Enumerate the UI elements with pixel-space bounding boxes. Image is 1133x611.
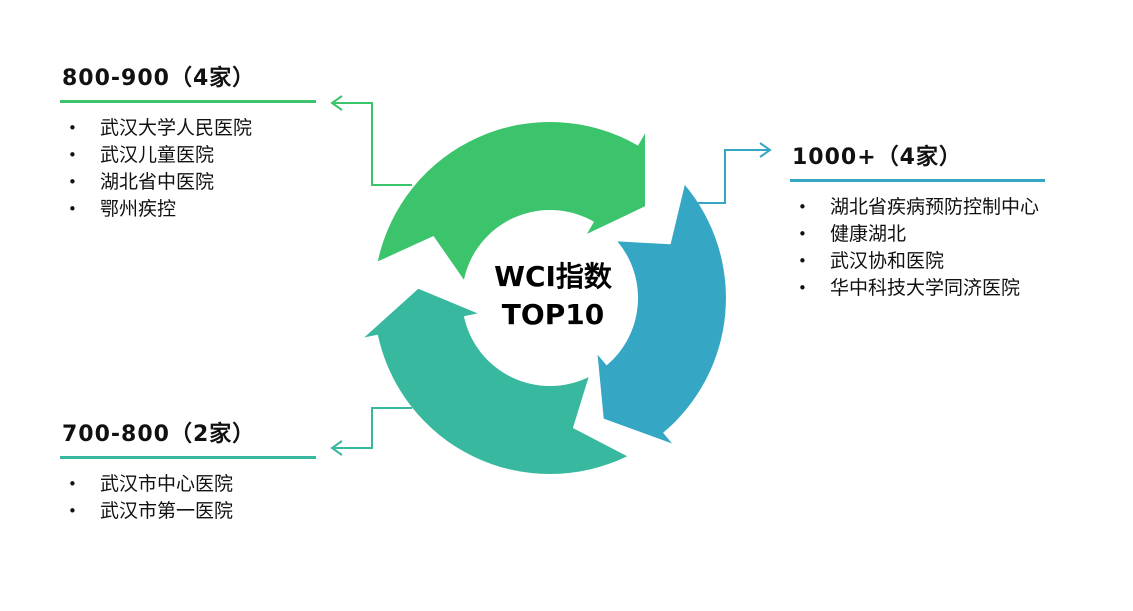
connector-arrowhead-blue xyxy=(759,142,772,158)
list-item: 武汉市中心医院 xyxy=(60,471,316,498)
list-item: 武汉大学人民医院 xyxy=(60,115,316,142)
connector-blue xyxy=(690,149,770,204)
center-subtitle: TOP10 xyxy=(501,298,605,331)
connector-teal xyxy=(332,407,412,449)
list-item: 武汉协和医院 xyxy=(790,248,1045,275)
divider xyxy=(60,456,316,459)
connector-green xyxy=(332,102,412,186)
connector-arrowhead-teal xyxy=(330,440,343,456)
group-1000-plus: 1000+（4家） 湖北省疾病预防控制中心 健康湖北 武汉协和医院 华中科技大学… xyxy=(790,143,1045,302)
center-label: WCI指数 TOP10 xyxy=(468,258,638,334)
connector-arrowhead-green xyxy=(330,95,343,111)
group-800-900: 800-900（4家） 武汉大学人民医院 武汉儿童医院 湖北省中医院 鄂州疾控 xyxy=(60,64,316,223)
group-title: 1000+（4家） xyxy=(792,145,962,170)
divider xyxy=(60,100,316,103)
group-700-800: 700-800（2家） 武汉市中心医院 武汉市第一医院 xyxy=(60,420,316,525)
list-item: 湖北省疾病预防控制中心 xyxy=(790,194,1045,221)
cycle-arrow-blue xyxy=(597,184,726,444)
list-item: 武汉儿童医院 xyxy=(60,142,316,169)
list-item: 武汉市第一医院 xyxy=(60,498,316,525)
list-item: 湖北省中医院 xyxy=(60,169,316,196)
group-title: 800-900（4家） xyxy=(62,66,256,91)
divider xyxy=(790,179,1045,182)
list-item: 健康湖北 xyxy=(790,221,1045,248)
list-item: 鄂州疾控 xyxy=(60,196,316,223)
center-title: WCI指数 xyxy=(494,260,612,293)
cycle-arrow-teal xyxy=(364,288,628,475)
list-item: 华中科技大学同济医院 xyxy=(790,275,1045,302)
group-title: 700-800（2家） xyxy=(62,422,256,447)
cycle-arrow-green xyxy=(377,121,645,280)
